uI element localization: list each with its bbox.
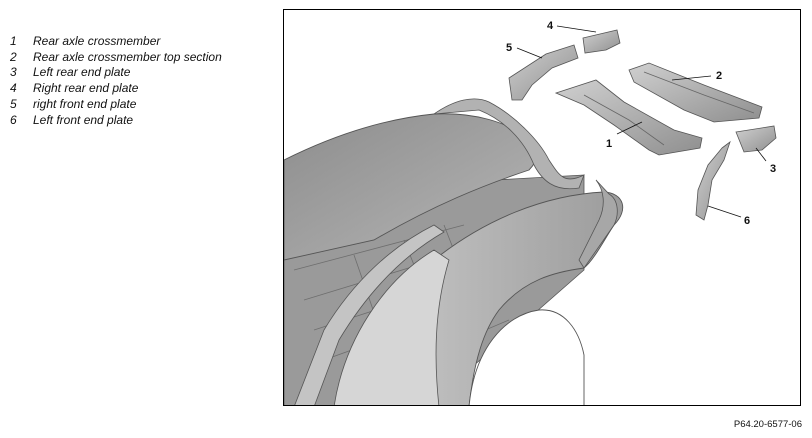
right-front-end-plate	[508, 44, 579, 101]
legend-item: 2 Rear axle crossmember top section	[10, 49, 222, 65]
rear-side-panel	[433, 191, 624, 405]
wheel-arch	[468, 309, 585, 405]
pillar	[294, 224, 445, 405]
rear-end	[578, 179, 618, 269]
rear-axle-crossmember	[554, 79, 703, 156]
legend-label: right front end plate	[33, 97, 137, 112]
legend-item: 1 Rear axle crossmember	[10, 33, 222, 49]
callout-3: 3	[770, 163, 776, 175]
legend-number: 6	[10, 112, 17, 127]
callout-5: 5	[506, 42, 512, 54]
crossmember-top-section	[628, 62, 763, 123]
callout-6: 6	[744, 215, 750, 227]
left-front-end-plate	[695, 140, 731, 221]
parts-legend: 1 Rear axle crossmember 2 Rear axle cros…	[10, 33, 222, 128]
legend-label: Rear axle crossmember top section	[33, 49, 222, 64]
leader-lines	[516, 25, 767, 218]
legend-item: 5 right front end plate	[10, 96, 222, 112]
top-section-rib	[643, 71, 755, 114]
legend-label: Left front end plate	[33, 112, 134, 127]
legend-item: 3 Left rear end plate	[10, 65, 222, 81]
exploded-view-figure: 1 2 3 4 5 6	[283, 9, 801, 406]
left-rear-end-plate	[735, 125, 777, 153]
callout-1: 1	[606, 138, 612, 150]
figure-reference: P64.20-6577-06	[733, 419, 802, 430]
legend-number: 3	[10, 65, 17, 80]
crossmember-rib	[583, 94, 665, 146]
legend-number: 1	[10, 33, 17, 48]
car-body-shell	[284, 98, 624, 405]
legend-number: 2	[10, 49, 17, 64]
callout-4: 4	[547, 20, 554, 32]
legend-number: 4	[10, 81, 17, 96]
legend-label: Left rear end plate	[33, 65, 131, 80]
right-rear-end-plate	[582, 29, 621, 54]
legend-label: Rear axle crossmember	[33, 33, 161, 48]
door-opening	[333, 249, 450, 405]
callout-2: 2	[716, 70, 722, 82]
legend-item: 4 Right rear end plate	[10, 80, 222, 96]
rear-window-frame	[432, 98, 585, 190]
body-shell-illustration: 1 2 3 4 5 6	[284, 20, 777, 405]
legend-item: 6 Left front end plate	[10, 112, 222, 128]
legend-number: 5	[10, 97, 17, 112]
legend-label: Right rear end plate	[33, 81, 139, 96]
